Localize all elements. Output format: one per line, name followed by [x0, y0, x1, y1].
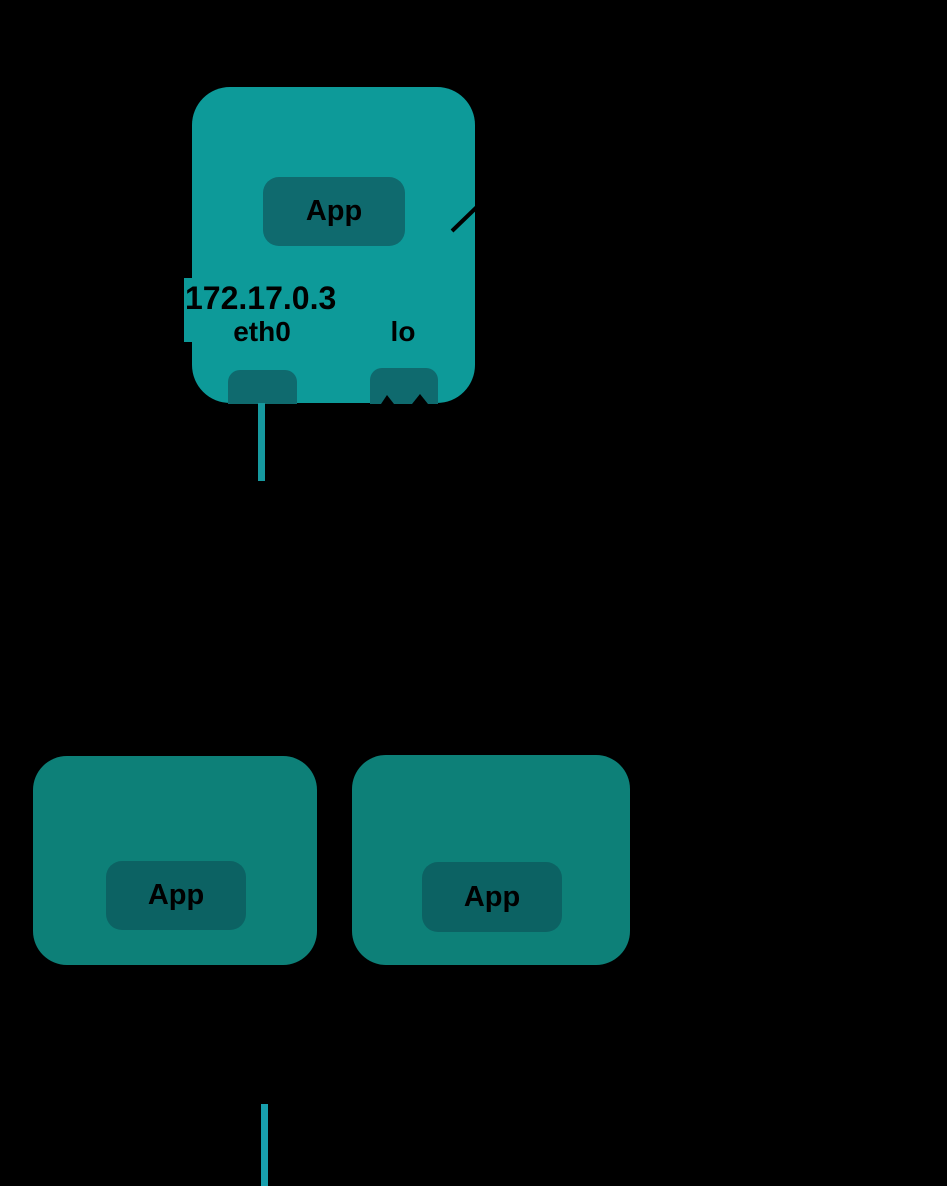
lo-port-tab — [370, 368, 438, 404]
bottom-left-app-label: App — [147, 879, 205, 911]
container-ip-label: 172.17.0.3 — [185, 280, 337, 316]
lo-interface-label: lo — [390, 316, 416, 347]
bottom-left-app-box: App — [106, 861, 246, 930]
eth0-interface-label: eth0 — [233, 316, 291, 347]
supporting-container-box: Supporting Container — [352, 755, 630, 965]
bottom-veth-connector-line — [261, 1104, 268, 1186]
ip-label-chip — [184, 278, 218, 342]
supporting-app-box: App — [422, 862, 562, 932]
eth0-veth-connector-line — [258, 403, 265, 481]
eth0-port-tab — [228, 370, 297, 404]
top-app-label: App — [305, 195, 363, 227]
bottom-left-container-box: Container — [33, 756, 317, 965]
top-app-box: App — [263, 177, 405, 246]
supporting-app-label: App — [463, 880, 521, 913]
